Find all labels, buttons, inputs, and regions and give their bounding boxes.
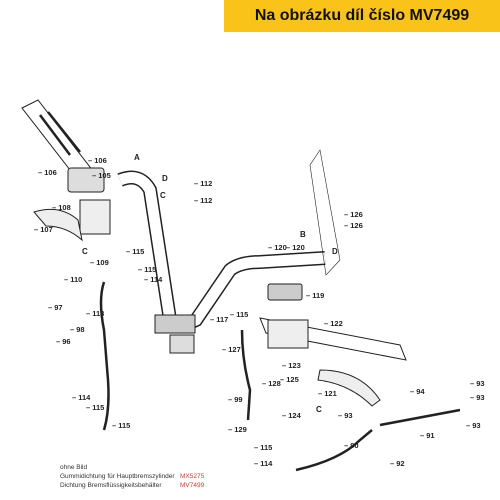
part-callout-109: – 109 [90, 258, 109, 267]
part-callout-120: – 120 [286, 243, 305, 252]
part-callout-114: – 114 [254, 459, 273, 468]
part-callout-115: – 115 [126, 247, 144, 256]
part-callout-114: – 114 [72, 393, 91, 402]
part-callout-106: – 106 [88, 156, 107, 165]
footnote-part: MX5275 [180, 473, 205, 480]
part-callout-97: – 97 [48, 303, 63, 312]
part-callout-108: – 108 [52, 203, 71, 212]
part-callout-126: – 126 [344, 210, 363, 219]
section-letter-D: D [162, 174, 168, 183]
part-callout-124: – 124 [282, 411, 302, 420]
part-callout-94: – 94 [410, 387, 425, 396]
part-callout-115: – 115 [138, 265, 156, 274]
part-callout-123: – 123 [282, 361, 301, 370]
part-callout-93: – 93 [470, 393, 485, 402]
part-callout-121: – 121 [318, 389, 337, 398]
part-callout-114: – 114 [144, 275, 163, 284]
part-callout-128: – 128 [262, 379, 281, 388]
part-callout-115: – 115 [230, 310, 248, 319]
part-callout-129: – 129 [228, 425, 247, 434]
part-callout-112: – 112 [194, 196, 212, 205]
part-callout-115: – 115 [86, 403, 104, 412]
part-callout-98: – 98 [70, 325, 85, 334]
part-callout-112: – 112 [194, 179, 212, 188]
part-callout-90: – 90 [344, 441, 359, 450]
part-callout-106: – 106 [38, 168, 57, 177]
right-master-cylinder [267, 319, 309, 349]
part-callout-115: – 115 [254, 443, 272, 452]
part-callout-119: – 119 [306, 291, 324, 300]
section-letter-C: C [316, 405, 322, 414]
handlebar-clamp [154, 314, 196, 334]
part-callout-93: – 93 [470, 379, 485, 388]
section-letter-A: A [134, 153, 140, 162]
part-callout-93: – 93 [466, 421, 481, 430]
part-callout-126: – 126 [344, 221, 363, 230]
section-letter-B: B [300, 230, 306, 239]
footnote-desc: Dichtung Bremsflüssigkeitsbehälter [60, 482, 162, 489]
right-reservoir-cap [267, 283, 303, 301]
part-callout-110: – 110 [64, 275, 82, 284]
part-number-banner: Na obrázku díl číslo MV7499 [224, 0, 500, 32]
part-callout-96: – 96 [56, 337, 71, 346]
part-callout-99: – 99 [228, 395, 243, 404]
part-callout-127: – 127 [222, 345, 241, 354]
footnote-desc: Gummidichtung für Hauptbremszylinder [60, 473, 175, 480]
footnote: ohne Bild Gummidichtung für Hauptbremszy… [60, 463, 204, 490]
part-callout-120: – 120 [268, 243, 287, 252]
section-letter-C: C [160, 191, 166, 200]
footnote-row: Gummidichtung für Hauptbremszylinder MX5… [60, 472, 204, 481]
lower-brake-line [295, 408, 461, 472]
part-callout-92: – 92 [390, 459, 405, 468]
right-lever [317, 369, 381, 407]
part-callout-107: – 107 [34, 225, 53, 234]
left-reservoir [67, 167, 105, 193]
section-letter-C: C [82, 247, 88, 256]
left-lever [33, 208, 83, 242]
footnote-row: Dichtung Bremsflüssigkeitsbehälter MV749… [60, 481, 204, 490]
part-callout-105: – 105 [92, 171, 111, 180]
left-master-cylinder [79, 199, 111, 235]
right-brake-hose [240, 329, 252, 421]
part-callout-91: – 91 [420, 431, 435, 440]
part-callout-93: – 93 [338, 411, 353, 420]
part-callout-125: – 125 [280, 375, 299, 384]
part-callout-115: – 115 [112, 421, 130, 430]
part-callout-117: – 117 [210, 315, 228, 324]
footnote-heading: ohne Bild [60, 464, 88, 471]
left-brake-hose [99, 281, 110, 431]
part-callout-122: – 122 [324, 319, 343, 328]
part-callout-113: – 113 [86, 309, 104, 318]
footnote-part: MV7499 [180, 482, 205, 489]
section-letter-D: D [332, 247, 338, 256]
